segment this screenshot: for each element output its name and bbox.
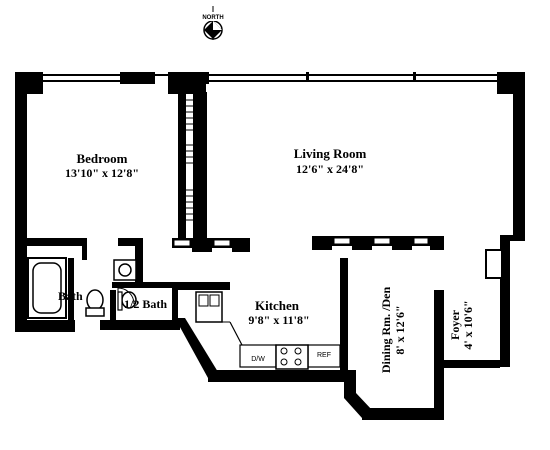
bedroom-dims: 13'10" x 12'8": [65, 166, 139, 180]
compass-label: NORTH: [202, 15, 223, 21]
stove-icon: [275, 344, 309, 370]
kitchen-dims: 9'8" x 11'8": [248, 313, 309, 327]
interior-walls: [27, 92, 503, 374]
dining-dims: 8' x 12'6": [393, 305, 407, 354]
outer-walls: [15, 72, 525, 420]
kitchen-sink-icon: [195, 291, 230, 323]
living-room-label: Living Room: [294, 146, 367, 161]
door-swings: [117, 287, 135, 305]
foyer-label: Foyer: [448, 309, 462, 340]
sink-icon: [113, 259, 137, 281]
wall-openings: [173, 237, 429, 247]
dining-label: Dining Rm. /Den: [379, 287, 393, 374]
refrigerator-label: REF: [317, 352, 331, 359]
bedroom-label: Bedroom: [76, 151, 127, 166]
dishwasher-label: D/W: [251, 356, 265, 363]
half-bath-label: 1/2 Bath: [124, 297, 167, 311]
foyer-dims: 4' x 10'6": [461, 300, 475, 349]
kitchen-label: Kitchen: [255, 298, 300, 313]
north-compass-icon: NORTH: [202, 6, 224, 40]
living-room-dims: 12'6" x 24'8": [296, 162, 364, 176]
kitchen-counter: [229, 321, 341, 368]
bath-label: Bath: [58, 289, 83, 303]
bathtub-icon: [27, 257, 67, 319]
toilet-icon: [85, 289, 105, 317]
